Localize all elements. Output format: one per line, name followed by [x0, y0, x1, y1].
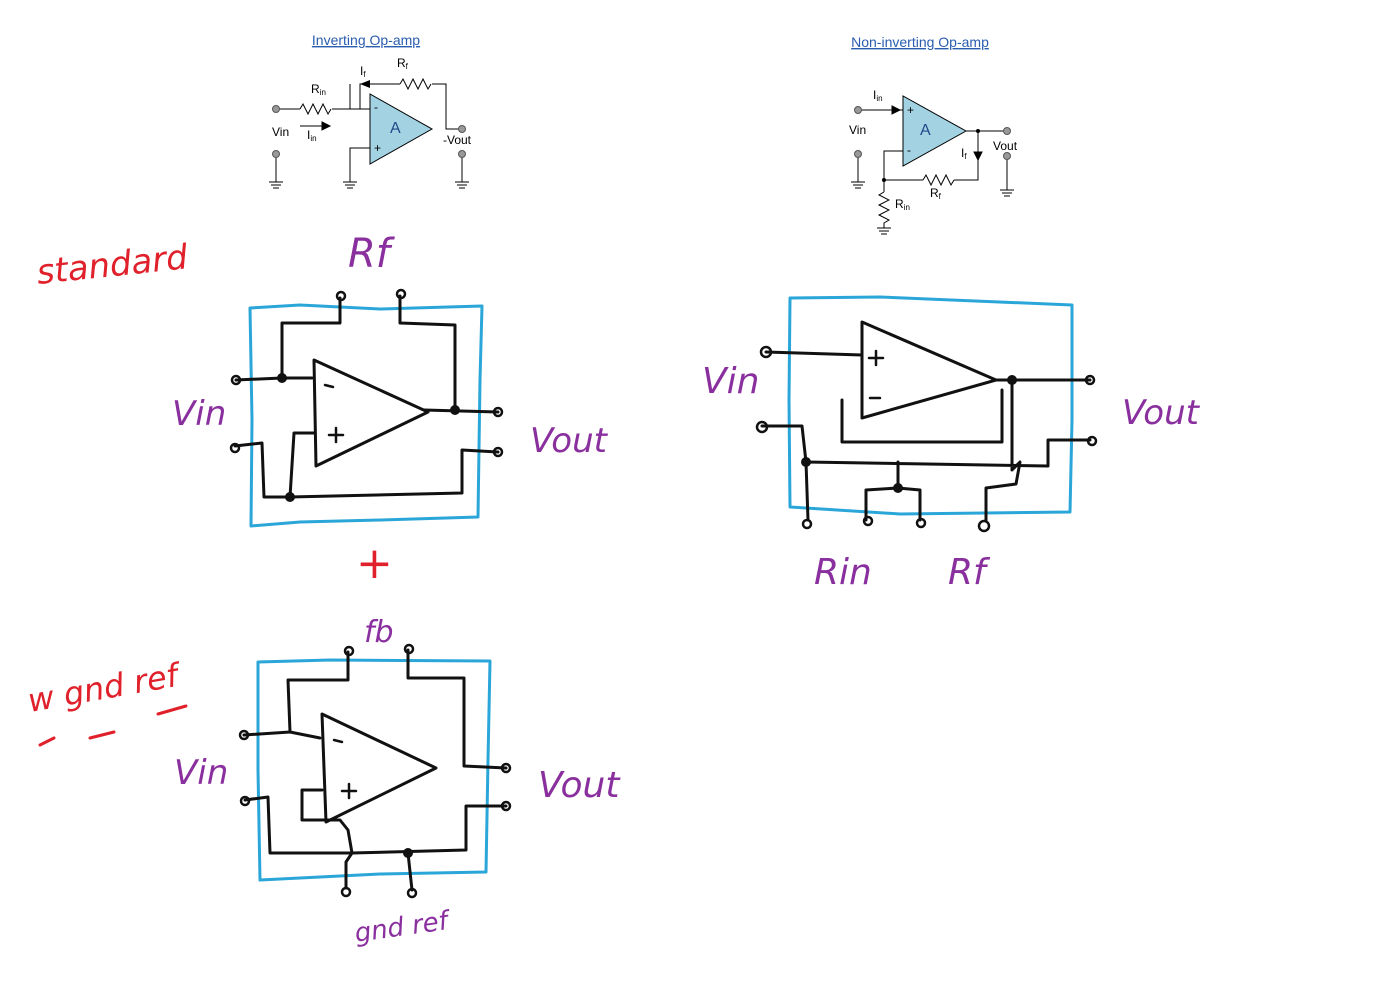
nonin-rf-resistor: [922, 173, 955, 187]
nonin-vout-terminal: [1003, 127, 1011, 135]
nonin-plus-input-label: +: [907, 103, 914, 117]
nonin-amp-label: A: [920, 122, 931, 139]
vin-gnd-terminal: [272, 150, 280, 158]
vout-note-2: Vout: [538, 765, 621, 806]
fb-note: fb: [364, 615, 394, 650]
vin-terminal: [272, 105, 280, 113]
nonin-rf-label: Rf: [930, 186, 942, 201]
rf-note-top: Rf: [348, 231, 396, 277]
standard-note: standard: [35, 237, 190, 293]
noninverting-opamp-triangle: [902, 95, 968, 167]
rf-label: Rf: [397, 56, 409, 71]
vin-note-1: Vin: [172, 394, 226, 434]
sketch1-signs: [323, 383, 345, 444]
nonin-if-arrow: [973, 148, 983, 162]
sketch1-box: [248, 303, 484, 528]
nonin-ground-symbols: [851, 181, 1014, 235]
nonin-feedback-node: [882, 178, 886, 182]
sketch1-terminals: [229, 288, 504, 458]
nonin-vout-label: Vout: [993, 139, 1018, 153]
sketch2-terminals: [238, 643, 512, 899]
gnd-ref-note: gnd ref: [353, 906, 454, 949]
if-arrow: [360, 80, 370, 88]
inverting-schematic: Inverting Op-amp Rin If Rf Iin Vin -Vout…: [269, 32, 472, 189]
rf-note-bottom: Rf: [948, 552, 991, 593]
sketch3-node-out: [1007, 375, 1017, 385]
ground-symbols: [269, 181, 469, 189]
iin-label: Iin: [307, 128, 317, 143]
sketch1-opamp: [312, 358, 430, 468]
plus-note: +: [356, 538, 393, 589]
nonin-minus-input-label: -: [907, 143, 911, 157]
sketch2-box: [256, 658, 492, 882]
sketch2-wires: [242, 648, 508, 892]
sketch2-signs: [332, 738, 358, 800]
sketch-standard: [229, 288, 504, 528]
vout-note-3: Vout: [1122, 393, 1201, 433]
sketch-noninverting: [755, 295, 1098, 533]
nonin-vin-gnd-terminal: [854, 150, 862, 158]
w-gnd-ref-note: w gnd ref: [25, 655, 185, 720]
sketch3-wires: [760, 350, 1092, 522]
sketch2-node-gnd: [403, 848, 413, 858]
amp-label: A: [390, 120, 401, 137]
sketch3-opamp: [860, 320, 998, 420]
nonin-vin-label: Vin: [849, 123, 866, 137]
nonin-vout-gnd-terminal: [1003, 152, 1011, 160]
plus-input-label: +: [374, 141, 381, 155]
vout-label: -Vout: [443, 133, 472, 147]
sketch1-wires: [233, 294, 500, 499]
sketch3-signs: [867, 349, 885, 400]
nonin-iin-arrow: [880, 105, 902, 115]
inverting-opamp-triangle: [369, 93, 434, 165]
rin-note: Rin: [814, 552, 872, 593]
nonin-if-label: If: [961, 146, 967, 161]
vin-note-2: Vin: [174, 753, 228, 793]
iin-arrow: [300, 121, 332, 131]
inverting-title-link[interactable]: Inverting Op-amp: [312, 32, 420, 48]
nonin-output-node: [976, 129, 980, 133]
sketch3-box: [787, 295, 1074, 516]
noninverting-title-link[interactable]: Non-inverting Op-amp: [851, 34, 989, 50]
sketch1-node-in: [277, 373, 287, 383]
vin-note-3: Vin: [702, 361, 759, 402]
noninverting-schematic: Non-inverting Op-amp Iin Vin Vout If Rf …: [849, 34, 1018, 235]
vout-gnd-terminal: [458, 150, 466, 158]
sketch3-node-rin: [801, 457, 811, 467]
nonin-rin-resistor: [877, 191, 891, 228]
vout-note-1: Vout: [530, 421, 609, 461]
sketch-gnd-ref: [238, 643, 512, 899]
w-gnd-ref-underline: [38, 704, 188, 747]
minus-input-label: -: [374, 100, 378, 114]
rin-resistor: [299, 102, 332, 116]
rin-label: Rin: [311, 82, 326, 97]
sketch3-terminals: [755, 345, 1098, 533]
sketch2-opamp: [320, 712, 438, 824]
if-label: If: [360, 64, 366, 79]
rf-resistor: [399, 77, 432, 91]
vin-label: Vin: [272, 125, 289, 139]
nonin-vin-terminal: [854, 106, 862, 114]
nonin-rin-label: Rin: [895, 197, 910, 212]
nonin-iin-label: Iin: [873, 88, 883, 103]
vout-terminal: [458, 125, 466, 133]
sketch1-node-out: [450, 405, 460, 415]
sketch3-node-rf: [893, 483, 903, 493]
sketch1-node-gnd: [285, 492, 295, 502]
